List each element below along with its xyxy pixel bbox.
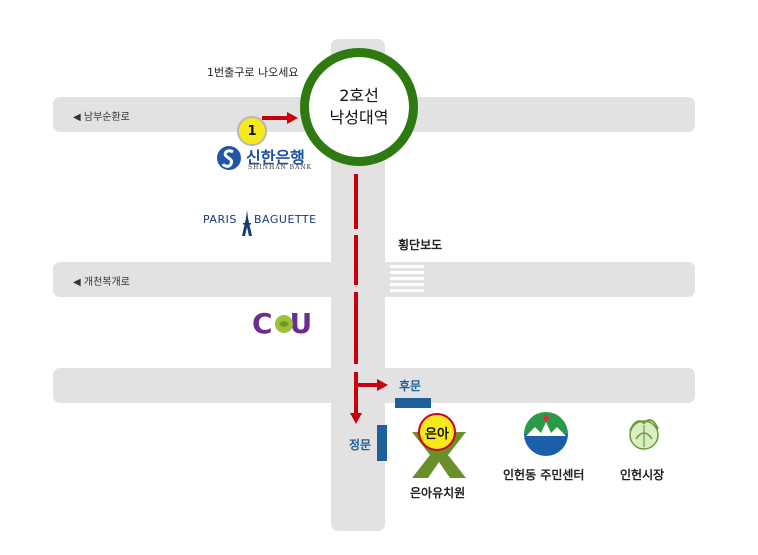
shinhan-emblem-icon [217, 146, 241, 170]
route-exit-line [262, 116, 288, 120]
paris-text: PARIS [203, 213, 237, 226]
baguette-text: BAGUETTE [254, 213, 317, 226]
kindergarten-badge: 은아 [418, 413, 456, 451]
cu-leaf-icon [275, 315, 293, 333]
route-arrow-down [350, 413, 362, 424]
route-segment-4 [354, 372, 358, 414]
shinhan-english: SHINHAN BANK [248, 164, 313, 171]
crosswalk-label: 횡단보도 [398, 238, 443, 252]
route-arrow-exit [287, 112, 298, 124]
front-gate-label: 정문 [349, 438, 372, 452]
station-circle: 2호선 낙성대역 [300, 48, 418, 166]
road-gaecheon [53, 262, 695, 297]
shinhan-bank-logo: 신한은행 SHINHAN BANK [216, 144, 316, 174]
cabbage-icon [629, 419, 659, 450]
community-center-emblem-icon [524, 412, 568, 456]
eiffel-tower-icon [242, 210, 252, 236]
kindergarten-badge-text: 은아 [425, 426, 449, 442]
shinhan-korean: 신한은행 [246, 148, 305, 167]
route-segment-2 [354, 235, 358, 285]
kindergarten-name: 은아유치원 [410, 486, 466, 500]
market-name: 인헌시장 [620, 468, 665, 482]
route-arrow-back-gate [377, 379, 388, 391]
cu-logo: CU [252, 307, 318, 340]
road-label-nambu: ◀ 남부순환로 [73, 112, 130, 123]
back-gate-marker [395, 398, 431, 408]
road-label-gaecheon: ◀ 개천복개로 [73, 277, 130, 288]
community-center-name: 인헌동 주민센터 [503, 468, 585, 482]
route-segment-1 [354, 174, 358, 229]
route-segment-3 [354, 292, 358, 364]
exit-note: 1번출구로 나오세요 [207, 66, 299, 79]
exit-number: 1 [247, 123, 257, 139]
station-line: 2호선 [339, 86, 379, 105]
crosswalk [390, 265, 424, 295]
station-name: 낙성대역 [329, 108, 389, 127]
back-gate-label: 후문 [399, 379, 422, 393]
paris-baguette-logo: PARIS BAGUETTE [203, 208, 327, 238]
exit-1-badge: 1 [237, 116, 267, 146]
front-gate-marker [377, 425, 387, 461]
route-branch-back [358, 383, 378, 387]
